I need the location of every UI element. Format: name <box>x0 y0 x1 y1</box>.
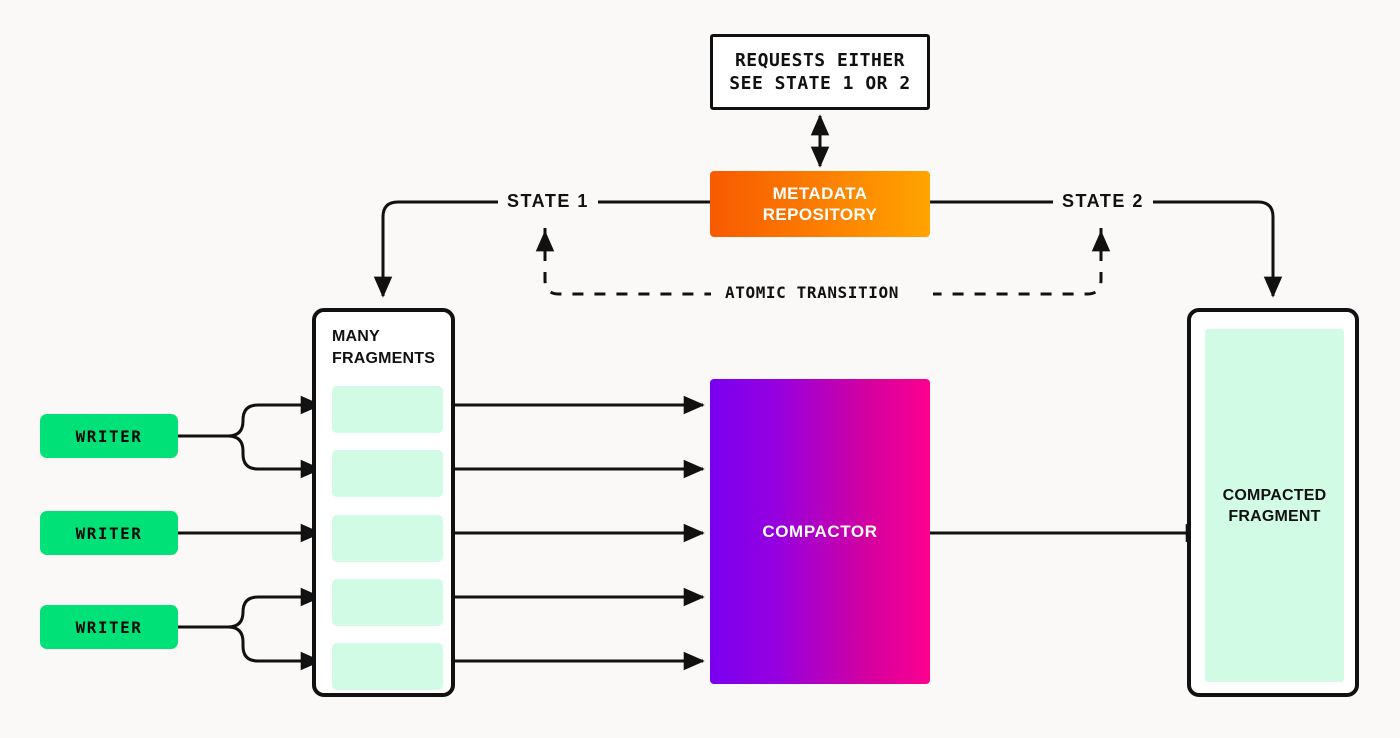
compacted-fragment-line-1: COMPACTED <box>1222 486 1327 504</box>
metadata-repository-line-2: REPOSITORY <box>762 205 878 224</box>
many-fragments-title-line-2: FRAGMENTS <box>332 350 436 367</box>
connector-writer-3-to-fragment-5 <box>178 625 322 671</box>
compactor-label: COMPACTOR <box>762 521 878 541</box>
fragment-item <box>332 643 443 690</box>
compacted-fragment-line-2: FRAGMENT <box>1228 507 1321 525</box>
writer-node-2: WRITER <box>40 511 178 555</box>
fragment-item <box>332 386 443 433</box>
requests-callout-box: REQUESTS EITHER SEE STATE 1 OR 2 <box>710 34 930 110</box>
edge-label-atomic-transition: ATOMIC TRANSITION <box>711 283 913 302</box>
metadata-repository-node: METADATA REPOSITORY <box>710 171 930 237</box>
many-fragments-container: MANY FRAGMENTS <box>312 308 455 697</box>
connector-writer-3-to-fragment-4 <box>178 587 322 629</box>
compactor-node: COMPACTOR <box>710 379 930 684</box>
requests-line-2: SEE STATE 1 OR 2 <box>729 73 911 94</box>
edge-label-state-2: STATE 2 <box>1053 191 1153 212</box>
connector-writer-1-to-fragment-2 <box>178 434 322 479</box>
fragment-item <box>332 515 443 562</box>
metadata-repository-line-1: METADATA <box>772 184 868 203</box>
connector-atomic-transition-right <box>933 228 1103 296</box>
writer-node-1: WRITER <box>40 414 178 458</box>
connector-state-2 <box>930 200 1283 298</box>
connector-atomic-transition <box>543 228 711 296</box>
compacted-fragment-container: COMPACTED FRAGMENT <box>1187 308 1359 697</box>
writer-node-3: WRITER <box>40 605 178 649</box>
many-fragments-title: MANY FRAGMENTS <box>332 326 435 370</box>
many-fragments-title-line-1: MANY <box>332 328 380 345</box>
connector-state-1 <box>373 200 710 298</box>
fragment-item <box>332 450 443 497</box>
requests-line-1: REQUESTS EITHER <box>734 50 906 71</box>
connector-writer-1-to-fragment-1 <box>178 395 322 438</box>
compacted-fragment-label: COMPACTED FRAGMENT <box>1223 485 1327 527</box>
compacted-fragment-fill: COMPACTED FRAGMENT <box>1205 329 1344 682</box>
fragment-item <box>332 579 443 626</box>
edge-label-state-1: STATE 1 <box>498 191 598 212</box>
